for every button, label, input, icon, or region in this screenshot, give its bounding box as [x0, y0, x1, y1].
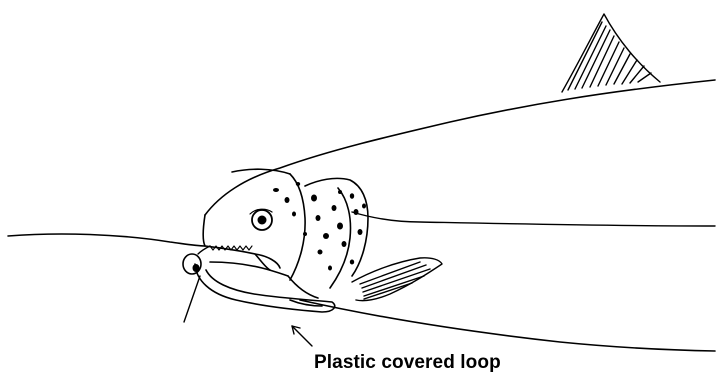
lateral-line	[352, 212, 715, 226]
loop-pointer-left	[184, 276, 200, 322]
fish-eye	[250, 209, 272, 230]
dorsal-fin	[562, 14, 660, 92]
plastic-covered-loop	[195, 264, 335, 312]
fish-belly-outline	[300, 300, 715, 351]
fish-back-outline	[205, 80, 715, 215]
loop-caption: Plastic covered loop	[314, 352, 501, 374]
fish-spots	[273, 182, 366, 271]
loop-pointer-arrow	[292, 326, 312, 346]
fishing-line	[8, 234, 205, 246]
fish-head	[203, 169, 368, 298]
pectoral-fin	[352, 258, 442, 301]
